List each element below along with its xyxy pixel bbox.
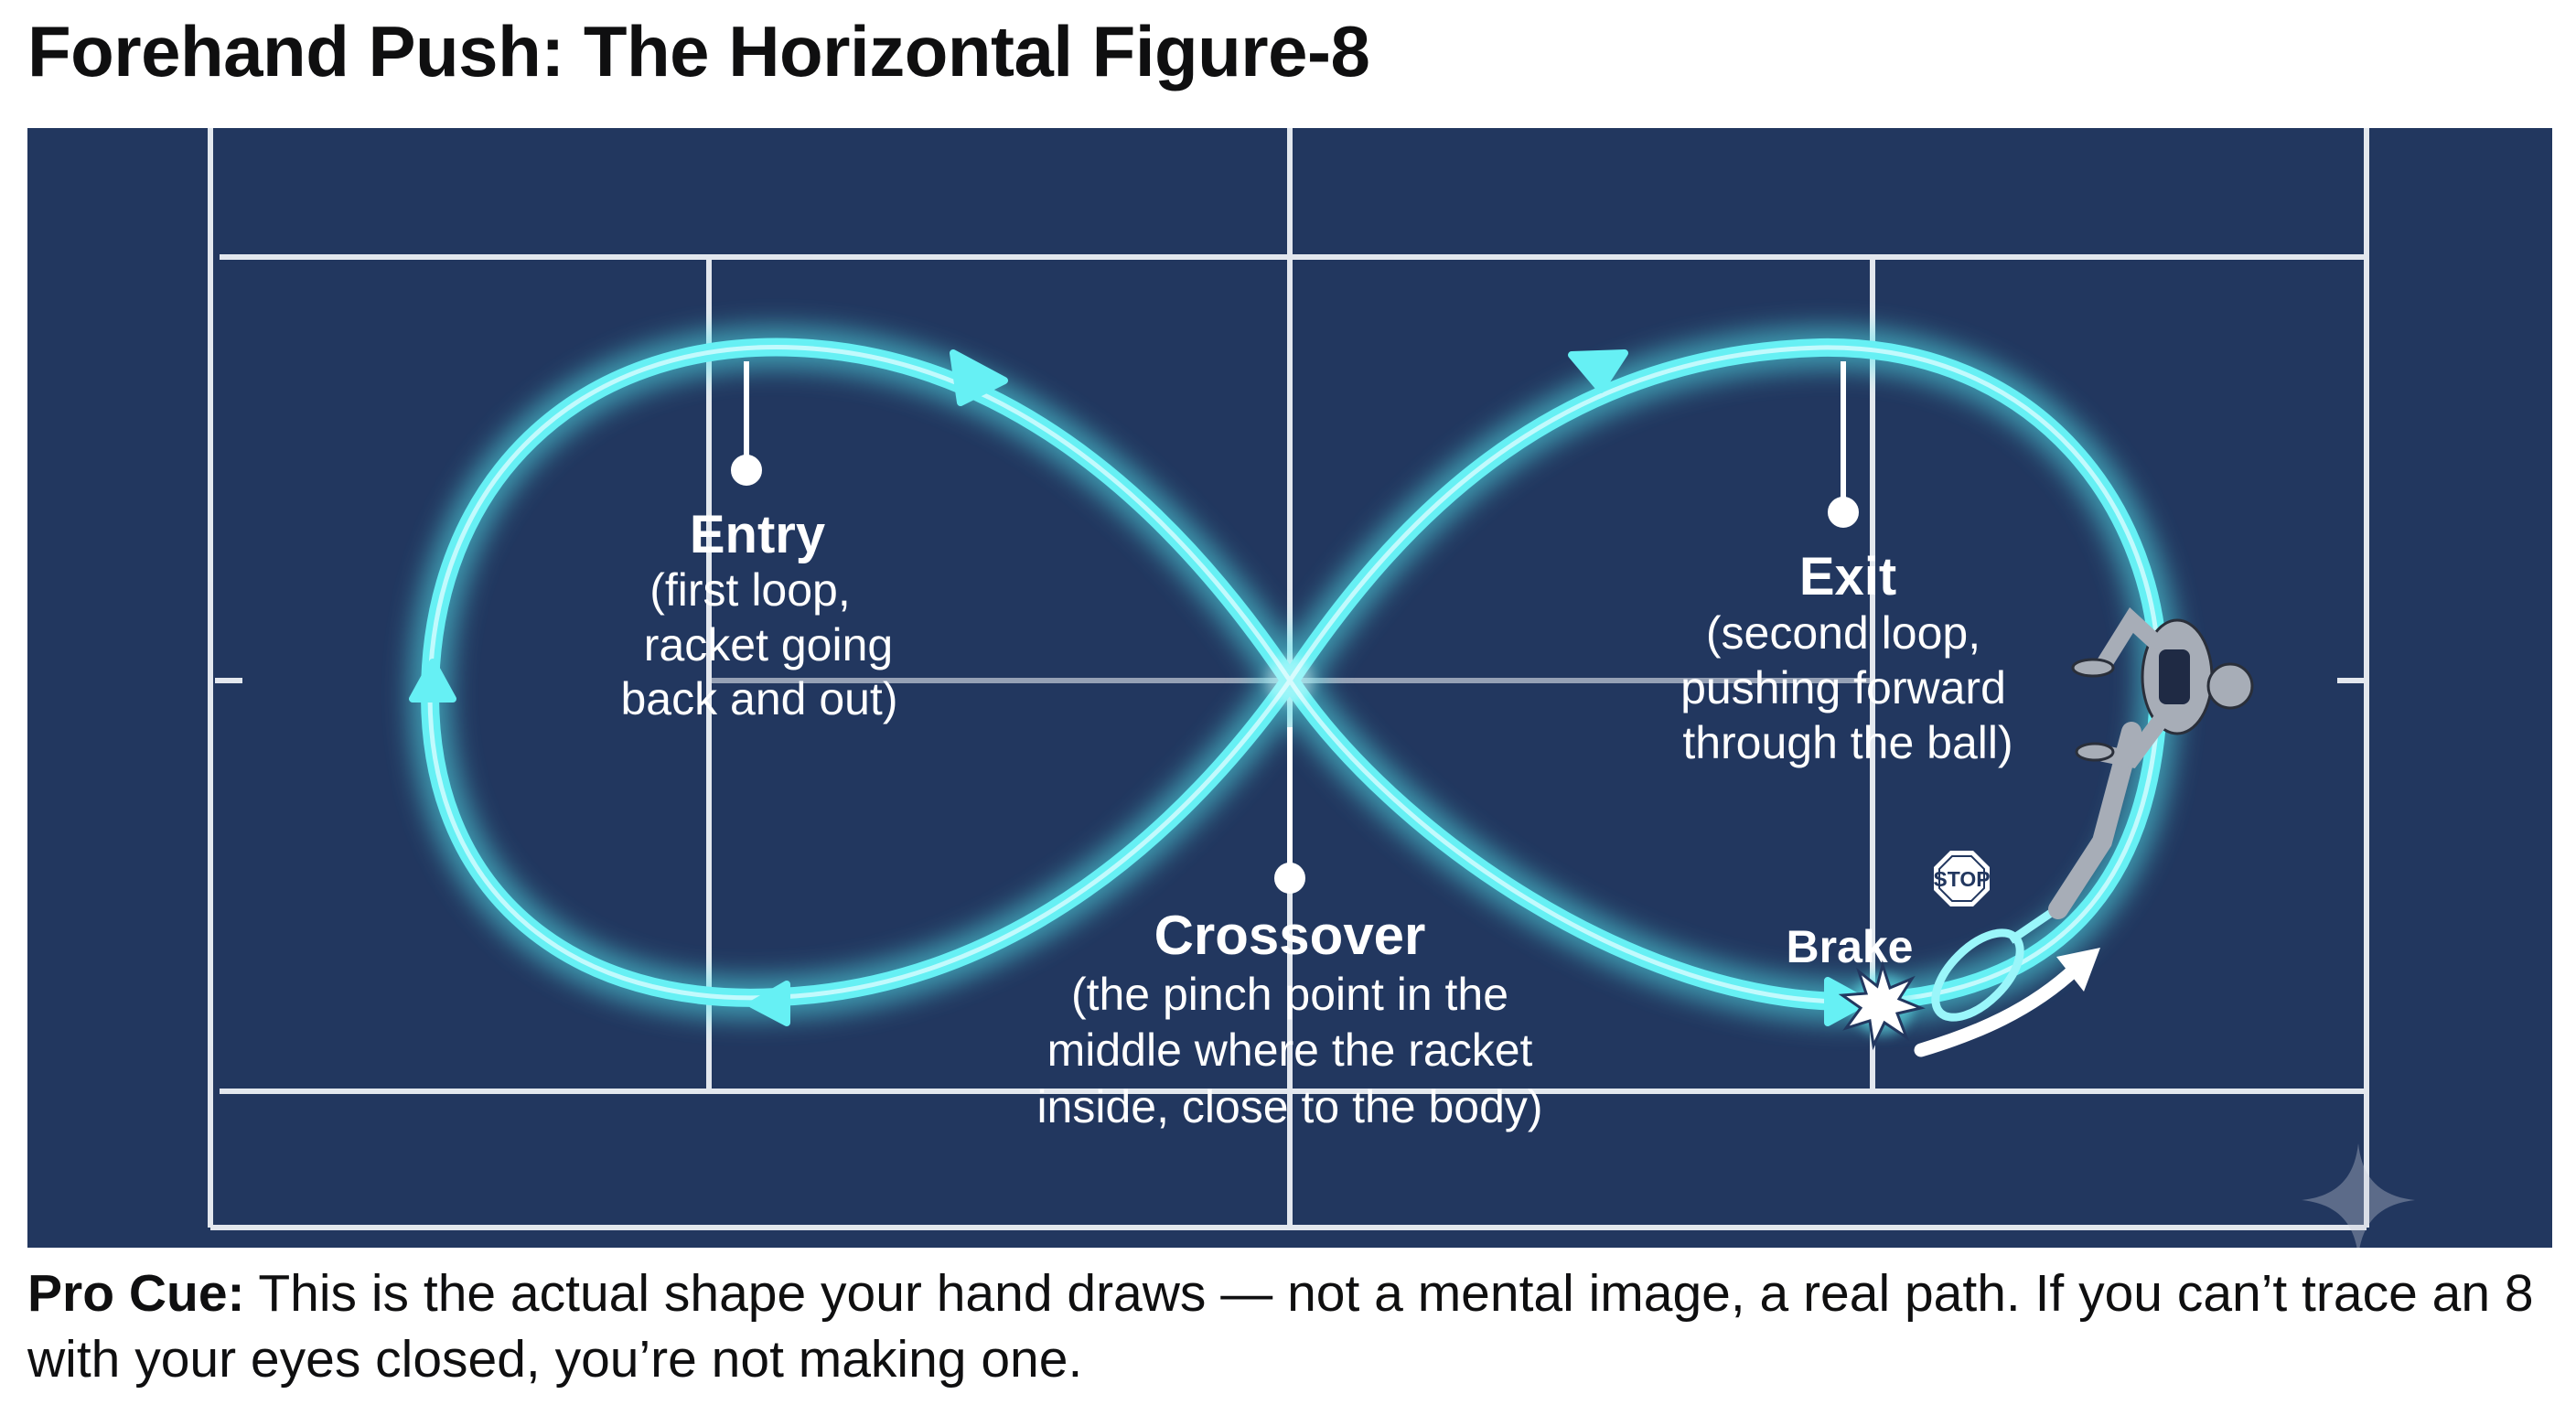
entry-line-1: (first loop, [649, 564, 851, 616]
page-title: Forehand Push: The Horizontal Figure-8 [27, 11, 1370, 91]
exit-heading: Exit [1799, 547, 1896, 606]
arrow-head-left [409, 659, 456, 702]
forward-arrow-icon [1914, 948, 2100, 1057]
impact-burst-icon [1838, 960, 1926, 1051]
entry-line-3: back and out) [621, 673, 898, 724]
exit-line-2: pushing forward [1680, 662, 2006, 713]
tennis-racket-icon [1931, 906, 2059, 1022]
leader-lines [731, 361, 1859, 894]
sparkle-icon [2302, 1143, 2415, 1248]
arrow-head-top-right [1568, 349, 1628, 393]
crossover-label: Crossover (the pinch point in the middle… [1036, 905, 1542, 1132]
tennis-court-diagram: Entry (first loop, racket going back and… [27, 128, 2552, 1248]
entry-heading: Entry [690, 505, 825, 564]
brake-label: Brake [1787, 921, 1914, 972]
crossover-line-2: middle where the racket [1047, 1024, 1533, 1076]
pro-cue-text: This is the actual shape your hand draws… [27, 1264, 2534, 1389]
arrow-head-bottom-left [748, 981, 790, 1026]
entry-label: Entry (first loop, racket going back and… [621, 505, 898, 724]
exit-label: Exit (second loop, pushing forward throu… [1680, 547, 2013, 768]
stop-sign-text: STOP [1933, 867, 1990, 891]
crossover-heading: Crossover [1154, 905, 1426, 966]
arrow-head-bottom-right [1824, 977, 1870, 1026]
entry-line-2: racket going [644, 619, 893, 670]
crossover-point [1266, 657, 1314, 704]
crossover-line-1: (the pinch point in the [1071, 969, 1508, 1020]
crossover-line-3: inside, close to the body) [1036, 1081, 1542, 1132]
stop-sign-icon: STOP [1933, 851, 1991, 906]
pro-cue-label: Pro Cue: [27, 1264, 245, 1323]
arrow-head-top-left [950, 349, 1008, 406]
court-lines [208, 128, 2369, 1230]
exit-line-3: through the ball) [1682, 717, 2012, 768]
player-figure-icon [2048, 607, 2254, 919]
pro-cue: Pro Cue: This is the actual shape your h… [27, 1260, 2552, 1392]
direction-arrows [409, 349, 1870, 1026]
exit-line-1: (second loop, [1706, 607, 1980, 659]
